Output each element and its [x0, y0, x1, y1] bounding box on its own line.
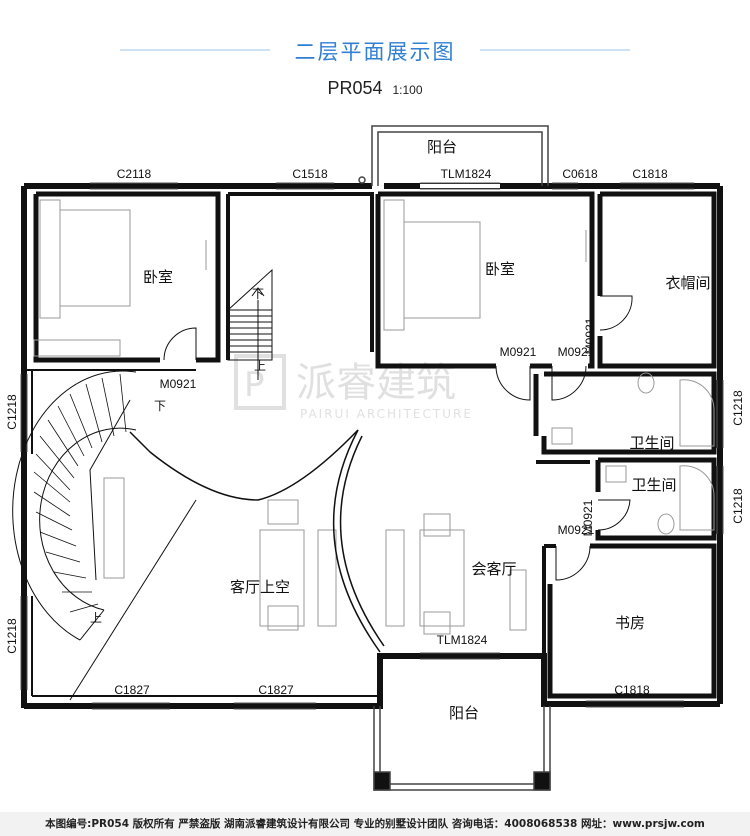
label-c1818-bottom: C1818 — [614, 683, 650, 697]
stair-up-1: 上 — [254, 359, 266, 373]
plan-subtitle: PR054 1:100 — [0, 78, 750, 99]
windows — [20, 182, 724, 710]
doors — [163, 295, 633, 581]
room-bedroom-right: 卧室 — [485, 260, 515, 278]
sofa-a — [259, 529, 305, 627]
label-c1518: C1518 — [292, 167, 328, 181]
stair-down-2: 下 — [154, 399, 166, 413]
bed-right-headboard — [383, 199, 405, 331]
void-edge — [69, 429, 385, 701]
page-title: 二层平面展示图 — [294, 40, 456, 64]
label-c1218-r1: C1218 — [731, 390, 745, 426]
plan-code: PR054 — [327, 78, 383, 98]
label-c1218-l2: C1218 — [5, 618, 19, 654]
watermark-logo-mark: P — [244, 365, 265, 405]
watermark-logo — [234, 354, 286, 410]
spiral-stair — [12, 370, 137, 641]
label-c1818-top: C1818 — [632, 167, 668, 181]
room-study: 书房 — [615, 614, 645, 632]
label-m0921-a: M0921 — [160, 377, 197, 391]
stair-up-2: 上 — [90, 611, 102, 625]
label-c2118: C2118 — [117, 167, 152, 181]
straight-stair — [227, 268, 273, 380]
watermark-tagline: PAIRUI ARCHITECTURE — [300, 407, 473, 421]
footer-copyright: 本图编号:PR054 版权所有 严禁盗版 湖南派睿建筑设计有限公司 专业的别墅设… — [0, 812, 750, 836]
label-m0921-d: M0921 — [583, 317, 597, 354]
balconies — [358, 125, 551, 791]
stair-down-1: 下 — [252, 287, 264, 301]
bed-right — [403, 221, 481, 319]
label-c0618: C0618 — [562, 167, 598, 181]
label-m0921-e-h: M0921 — [558, 523, 595, 537]
floor-plan: P 派睿建筑 PAIRUI ARCHITECTURE — [5, 125, 745, 791]
bed-left-headboard — [39, 199, 61, 319]
room-living-void: 客厅上空 — [230, 578, 290, 596]
room-bath-1: 卫生间 — [629, 434, 674, 452]
bed-left — [59, 209, 131, 307]
room-bedroom-left: 卧室 — [143, 268, 173, 286]
label-c1827-b: C1827 — [258, 683, 294, 697]
label-c1218-l1: C1218 — [5, 394, 19, 430]
label-c1218-r2: C1218 — [731, 488, 745, 524]
title-rule — [120, 49, 630, 51]
walls — [21, 183, 723, 709]
label-c1827-a: C1827 — [114, 683, 150, 697]
void-console — [103, 477, 125, 579]
room-bath-2: 卫生间 — [631, 476, 676, 494]
room-closet: 衣帽间 — [665, 274, 710, 292]
label-m0921-c: M0921 — [558, 345, 595, 359]
label-m0921-b: M0921 — [500, 345, 537, 359]
sofa-b — [419, 529, 465, 627]
plan-scale: 1:100 — [392, 83, 423, 97]
furniture — [33, 199, 715, 635]
room-balcony-top: 阳台 — [427, 138, 457, 156]
wardrobe-left — [33, 339, 121, 357]
label-tlm-top: TLM1824 — [441, 167, 492, 181]
label-m0921-e: M0921 — [581, 499, 595, 536]
room-balcony-bottom: 阳台 — [449, 704, 479, 722]
label-tlm-bottom: TLM1824 — [437, 633, 488, 647]
room-lounge: 会客厅 — [471, 560, 516, 578]
